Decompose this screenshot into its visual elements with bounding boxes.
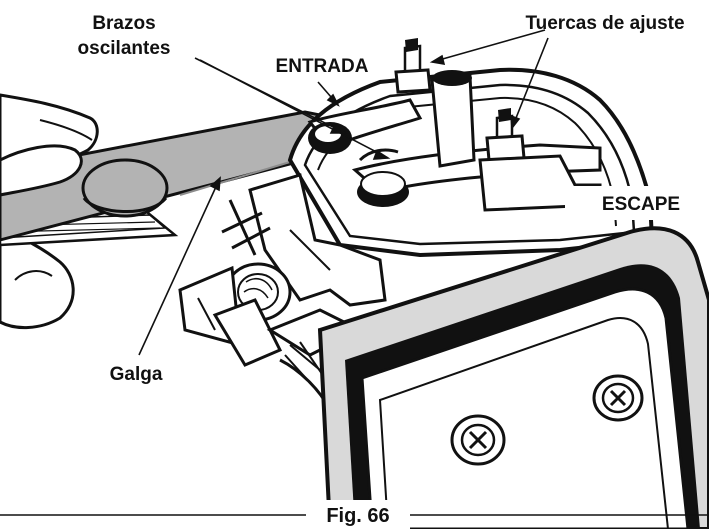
engine-block (178, 173, 387, 411)
figure-caption: Fig. 66 (0, 500, 709, 529)
rocker-arms (307, 38, 602, 212)
leader-rocker-exhaust (199, 59, 389, 159)
label-exhaust: ESCAPE (602, 194, 680, 215)
label-intake: ENTRADA (276, 56, 369, 77)
cover-screw-left (450, 414, 506, 466)
label-feeler-gauge: Galga (110, 364, 163, 385)
cover-screw-right (592, 374, 644, 422)
leader-nut-exhaust (511, 37, 549, 129)
valve-cover (317, 226, 709, 529)
leader-nut-intake (431, 29, 546, 63)
leader-lines (138, 29, 549, 356)
label-rocker-arms-line2: oscilantes (78, 38, 171, 59)
caption-text: Fig. 66 (326, 505, 389, 527)
label-adjusting-nuts: Tuercas de ajuste (525, 13, 684, 34)
escape-label-bg (565, 186, 709, 220)
leader-gauge (138, 177, 221, 356)
label-rocker-arms-line1: Brazos (92, 13, 155, 34)
